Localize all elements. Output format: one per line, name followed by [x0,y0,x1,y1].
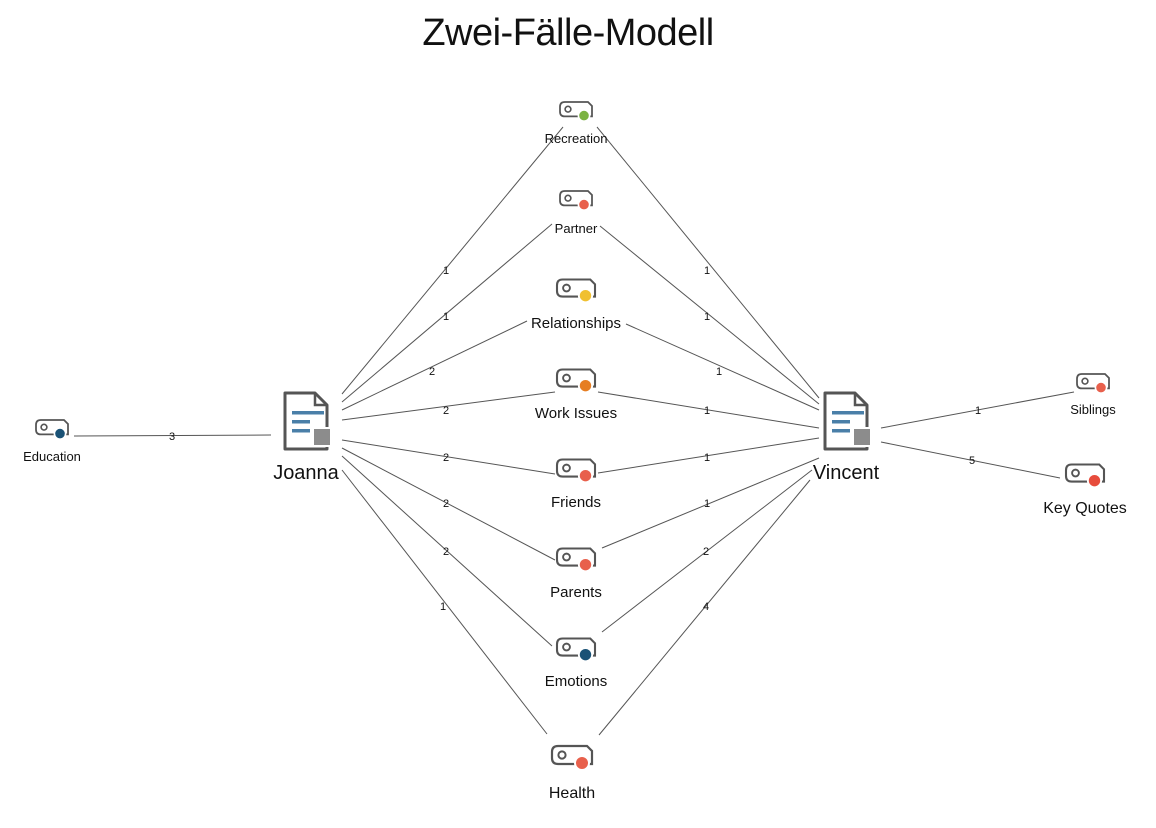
code-node-emotions[interactable]: Emotions [545,637,608,691]
code-color-dot [577,557,594,573]
code-tag-icon [35,419,69,441]
edge-weight-label: 1 [704,311,710,323]
code-label: Work Issues [535,405,617,422]
edge-weight-label: 1 [443,311,449,323]
edge-weight-label: 1 [704,452,710,464]
document-badge [852,427,872,447]
edge-emotions-vincent [601,469,813,633]
code-node-key-quotes[interactable]: Key Quotes [1043,463,1127,518]
code-label: Health [549,785,595,802]
edge-weight-label: 1 [704,265,710,277]
nodes-layer: Education RecreationPartnerRelationshipsW… [23,101,1127,802]
edge-vincent-siblings [880,391,1075,429]
edge-weight-label: 3 [169,431,175,443]
code-color-dot [577,468,594,484]
code-color-dot [577,109,591,123]
code-color-dot [53,427,67,441]
edge-weight-label: 2 [443,498,449,510]
edge-weight-label: 1 [443,265,449,277]
edge-friends-vincent [597,437,820,474]
edge-vincent-key_quotes [880,441,1061,479]
edge-weight-label: 2 [429,366,435,378]
code-tag-icon [559,190,593,212]
edge-relationships-vincent [625,323,820,411]
code-color-dot [574,755,590,771]
code-node-friends[interactable]: Friends [551,458,601,512]
edge-education-joanna [73,434,272,437]
edge-joanna-partner [341,223,553,403]
diagram-title: Zwei-Fälle-Modell [422,12,714,54]
edge-partner-vincent [599,225,820,405]
edge-weight-label: 1 [704,498,710,510]
code-tag-icon [1076,373,1110,395]
edge-weight-label: 1 [704,405,710,417]
code-label: Siblings [1070,402,1116,417]
edge-joanna-recreation [341,126,564,395]
code-label: Emotions [545,673,608,690]
document-node-joanna[interactable]: Joanna [273,391,340,484]
edge-work_issues-vincent [597,391,820,429]
code-color-dot [1094,381,1108,395]
edge-joanna-relationships [341,320,528,411]
code-node-recreation[interactable]: Recreation [545,101,608,146]
document-node-vincent[interactable]: Vincent [813,391,880,484]
edge-health-vincent [598,479,811,736]
code-label: Key Quotes [1043,500,1127,517]
edge-parents-vincent [601,457,820,549]
edge-joanna-health [341,469,548,735]
edges-layer [73,126,1075,736]
code-node-partner[interactable]: Partner [555,190,598,236]
edge-joanna-friends [341,439,556,475]
code-label: Relationships [531,315,621,332]
edge-joanna-emotions [341,455,553,647]
code-tag-icon [550,744,594,771]
edge-weight-label: 2 [703,546,709,558]
edge-weight-label: 1 [716,366,722,378]
code-color-dot [1086,473,1103,489]
edge-joanna-parents [341,447,556,561]
code-tag-icon [1064,463,1106,489]
code-node-relationships[interactable]: Relationships [531,278,621,333]
code-label: Recreation [545,131,608,146]
code-color-dot [577,198,591,212]
edge-recreation-vincent [596,126,820,399]
edge-weight-label: 5 [969,455,975,467]
edge-weight-label: 4 [703,601,709,613]
code-tag-icon [559,101,593,123]
code-tag-icon [555,278,597,304]
code-tag-icon [555,368,597,394]
code-tag-icon [555,547,597,573]
code-color-dot [577,288,594,304]
edge-weight-label: 2 [443,546,449,558]
code-label: Education [23,449,81,464]
code-node-parents[interactable]: Parents [550,547,602,602]
edge-weight-label: 1 [975,405,981,417]
code-tag-icon [555,637,597,663]
code-node-health[interactable]: Health [549,744,595,802]
code-node-education[interactable]: Education [23,419,81,464]
document-label: Vincent [813,462,880,484]
document-icon [283,391,332,451]
code-label: Partner [555,221,598,236]
edge-weight-label: 2 [443,405,449,417]
document-icon [823,391,872,451]
edge-weight-label: 1 [440,601,446,613]
document-label: Joanna [273,462,339,484]
code-color-dot [577,647,594,663]
document-badge [312,427,332,447]
code-label: Friends [551,494,601,511]
edge-labels-layer: 3 1 1 2 2 2 2 2 1 1 1 1 1 1 1 2 4 1 5 [169,265,981,613]
code-node-siblings[interactable]: Siblings [1070,373,1116,417]
edge-weight-label: 2 [443,452,449,464]
code-color-dot [577,378,594,394]
code-tag-icon [555,458,597,484]
edge-joanna-work_issues [341,391,556,421]
code-node-work-issues[interactable]: Work Issues [535,368,617,423]
code-label: Parents [550,584,602,601]
